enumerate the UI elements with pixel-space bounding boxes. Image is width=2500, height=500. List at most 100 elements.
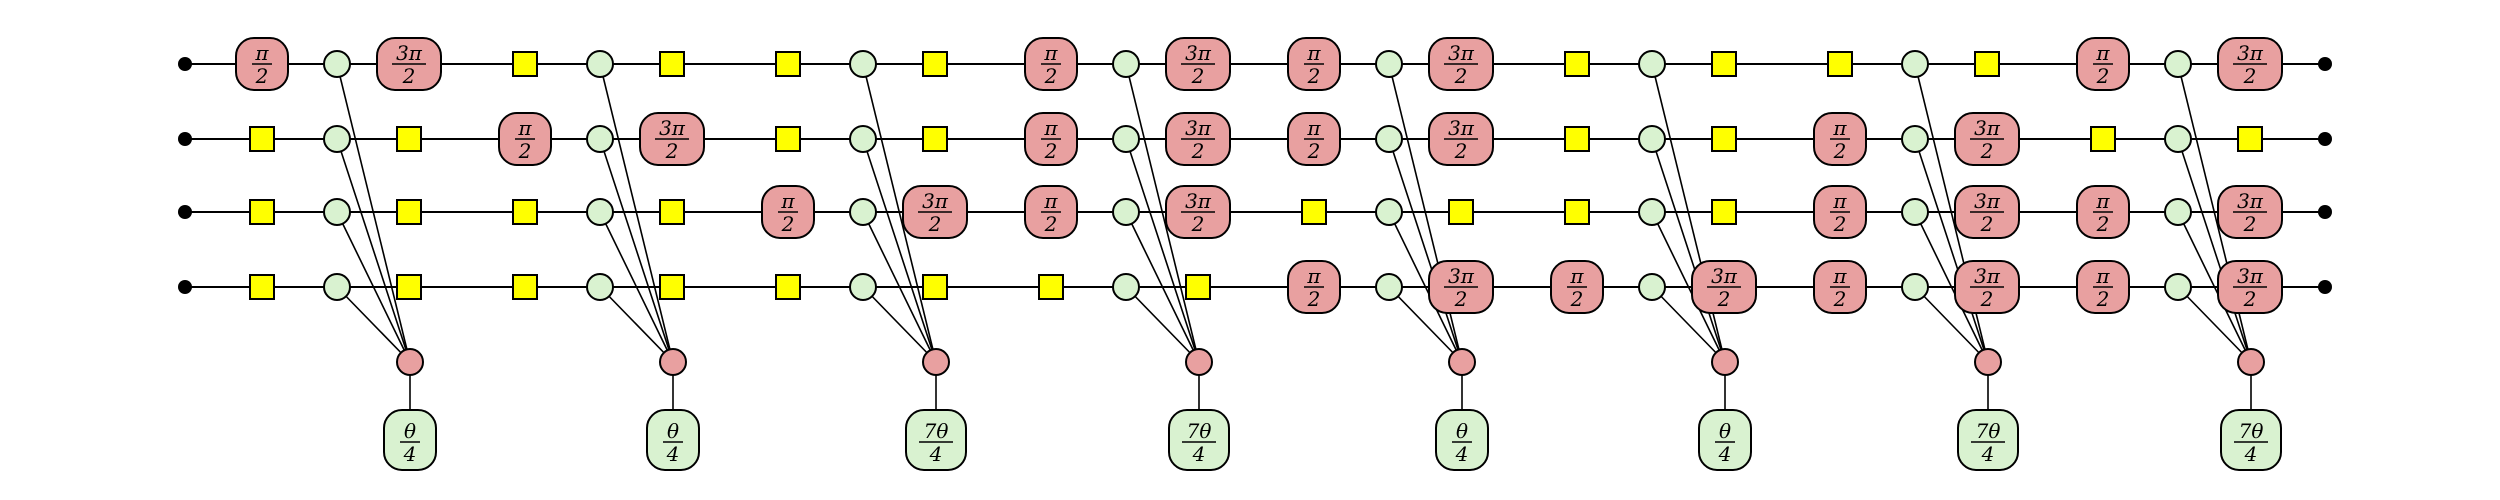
gadget-leg	[599, 138, 674, 363]
z-spider-node	[849, 50, 877, 78]
phase-numerator: 3π	[2237, 264, 2264, 288]
phase-denominator: 4	[666, 442, 680, 466]
phase-numerator: θ	[404, 419, 416, 443]
output-terminal	[2318, 205, 2332, 219]
z-spider-node	[1901, 50, 1929, 78]
phase-numerator: 3π	[1711, 264, 1738, 288]
phase-denominator: 2	[402, 64, 416, 88]
z-spider-node	[1638, 273, 1666, 301]
gadget-phase: θ4	[646, 409, 700, 471]
phase-denominator: 2	[1307, 287, 1321, 311]
phase-denominator: 2	[928, 212, 942, 236]
gadget-leg	[2177, 286, 2252, 363]
phase-numerator: π	[517, 116, 532, 140]
gadget-leg	[1914, 211, 1989, 363]
z-spider-node	[1901, 198, 1929, 226]
z-spider-node	[1112, 198, 1140, 226]
gadget-leg	[2177, 138, 2252, 363]
hadamard-box	[922, 51, 948, 77]
phase-numerator: π	[1306, 41, 1321, 65]
phase-denominator: 2	[2243, 212, 2257, 236]
phase-denominator: 4	[1981, 442, 1995, 466]
phase-numerator: 7θ	[2239, 419, 2264, 443]
gadget-leg	[599, 286, 674, 363]
phase-numerator: 7θ	[924, 419, 949, 443]
gadget-x-spider	[396, 348, 424, 376]
z-spider-node	[323, 198, 351, 226]
hadamard-box	[1448, 199, 1474, 225]
z-spider-node	[2164, 125, 2192, 153]
phase-denominator: 2	[1717, 287, 1731, 311]
phase-numerator: θ	[1719, 419, 1731, 443]
phase-numerator: 3π	[1974, 116, 2001, 140]
phase-denominator: 2	[1044, 139, 1058, 163]
gadget-leg	[1914, 286, 1989, 363]
z-spider-node	[323, 125, 351, 153]
x-phase-spider: 3π2	[1691, 260, 1757, 314]
gadget-leg	[1125, 211, 1200, 363]
z-spider-node	[1638, 125, 1666, 153]
x-phase-spider: π2	[1024, 112, 1078, 166]
phase-denominator: 2	[2243, 64, 2257, 88]
input-terminal	[178, 280, 192, 294]
phase-numerator: 3π	[1448, 264, 1475, 288]
phase-numerator: 7θ	[1976, 419, 2001, 443]
phase-denominator: 2	[1980, 212, 1994, 236]
z-spider-node	[1638, 198, 1666, 226]
phase-denominator: 2	[518, 139, 532, 163]
phase-denominator: 2	[1191, 212, 1205, 236]
phase-denominator: 2	[1307, 64, 1321, 88]
gadget-x-spider	[2237, 348, 2265, 376]
x-phase-spider: 3π2	[1954, 112, 2020, 166]
x-phase-spider: 3π2	[1954, 185, 2020, 239]
phase-numerator: π	[1832, 264, 1847, 288]
gadget-phase-box	[2220, 409, 2282, 471]
hadamard-box	[1301, 199, 1327, 225]
x-phase-spider: π2	[1024, 37, 1078, 91]
x-phase-spider: 3π2	[1428, 112, 1494, 166]
hadamard-box	[922, 126, 948, 152]
gadget-phase-box	[1957, 409, 2019, 471]
phase-denominator: 2	[2096, 287, 2110, 311]
phase-numerator: 3π	[1974, 264, 2001, 288]
phase-denominator: 2	[1454, 287, 1468, 311]
phase-denominator: 2	[1980, 287, 1994, 311]
input-terminal	[178, 132, 192, 146]
gadget-phase: θ4	[1435, 409, 1489, 471]
phase-numerator: 3π	[922, 189, 949, 213]
gadget-phase: 7θ4	[1957, 409, 2019, 471]
phase-denominator: 2	[1454, 139, 1468, 163]
phase-denominator: 2	[2096, 212, 2110, 236]
x-phase-spider: π2	[1287, 37, 1341, 91]
z-spider-node	[849, 273, 877, 301]
phase-numerator: 3π	[659, 116, 686, 140]
x-phase-spider: 3π2	[1165, 37, 1231, 91]
hadamard-box	[249, 274, 275, 300]
gadget-phase-box	[1435, 409, 1489, 471]
phase-numerator: 3π	[396, 41, 423, 65]
x-phase-spider: π2	[1813, 112, 1867, 166]
phase-denominator: 2	[1191, 64, 1205, 88]
phase-numerator: 3π	[2237, 189, 2264, 213]
z-spider-node	[586, 125, 614, 153]
x-phase-spider: π2	[1550, 260, 1604, 314]
gadget-leg	[2177, 211, 2252, 363]
phase-numerator: π	[254, 41, 269, 65]
z-spider-node	[586, 273, 614, 301]
hadamard-box	[1827, 51, 1853, 77]
gadget-leg	[862, 286, 937, 363]
phase-denominator: 2	[1307, 139, 1321, 163]
gadget-leg	[599, 211, 674, 363]
hadamard-box	[1974, 51, 2000, 77]
hadamard-box	[1564, 126, 1590, 152]
phase-numerator: π	[1306, 116, 1321, 140]
x-phase-spider: 3π2	[1954, 260, 2020, 314]
phase-denominator: 2	[1833, 287, 1847, 311]
hadamard-box	[249, 199, 275, 225]
gadget-leg	[862, 63, 937, 363]
z-spider-node	[1112, 273, 1140, 301]
hadamard-box	[512, 199, 538, 225]
x-phase-spider: 3π2	[902, 185, 968, 239]
z-spider-node	[2164, 50, 2192, 78]
x-phase-spider: 3π2	[2217, 37, 2283, 91]
